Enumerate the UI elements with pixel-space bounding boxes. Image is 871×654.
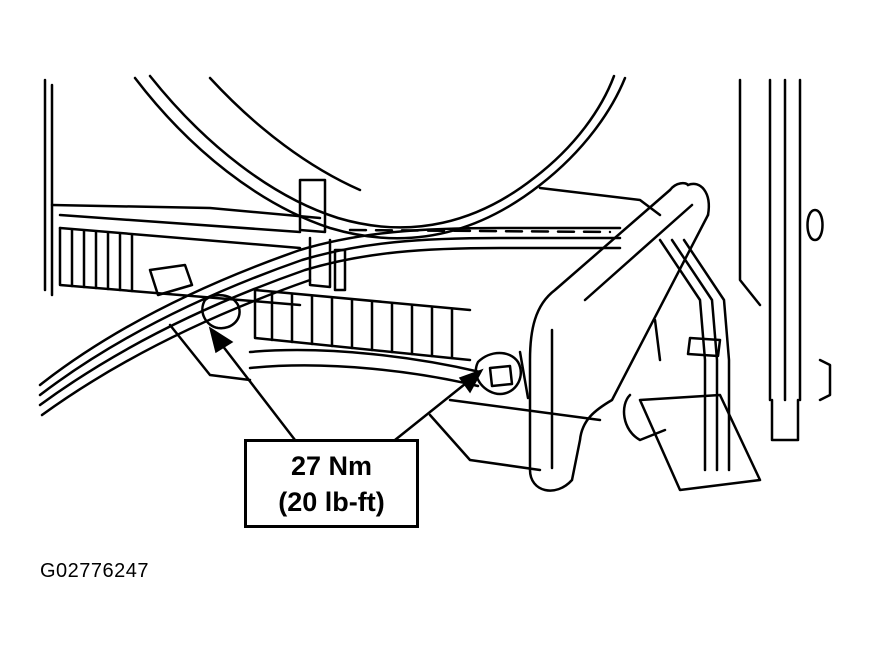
- right-hose-bundle: [624, 240, 760, 490]
- right-side-tank: [740, 80, 830, 440]
- torque-metric-label: 27 Nm: [290, 450, 373, 481]
- right-leader-line: [395, 380, 470, 440]
- fan-shroud-arcs: [135, 76, 625, 238]
- left-arrowhead: [210, 328, 232, 352]
- radiator-core-left: [60, 228, 300, 305]
- lower-crossmember: [170, 325, 600, 470]
- radiator-core-center: [255, 290, 470, 360]
- torque-leader-arrows: [222, 345, 470, 440]
- cooler-lines: [40, 228, 620, 415]
- left-leader-line: [222, 345, 295, 440]
- upper-support-panel: [52, 188, 660, 232]
- torque-spec-callout: 27 Nm (20 lb-ft): [244, 439, 419, 528]
- left-line-fitting: [150, 265, 240, 328]
- left-frame-edge: [45, 80, 52, 295]
- line-clip-bracket: [300, 180, 345, 290]
- right-arrowhead: [460, 370, 482, 392]
- right-line-fitting: [476, 352, 528, 398]
- torque-imperial-label: (20 lb-ft): [278, 486, 385, 517]
- figure-identifier: G02776247: [40, 560, 150, 582]
- bent-cooler-tube: [530, 183, 709, 490]
